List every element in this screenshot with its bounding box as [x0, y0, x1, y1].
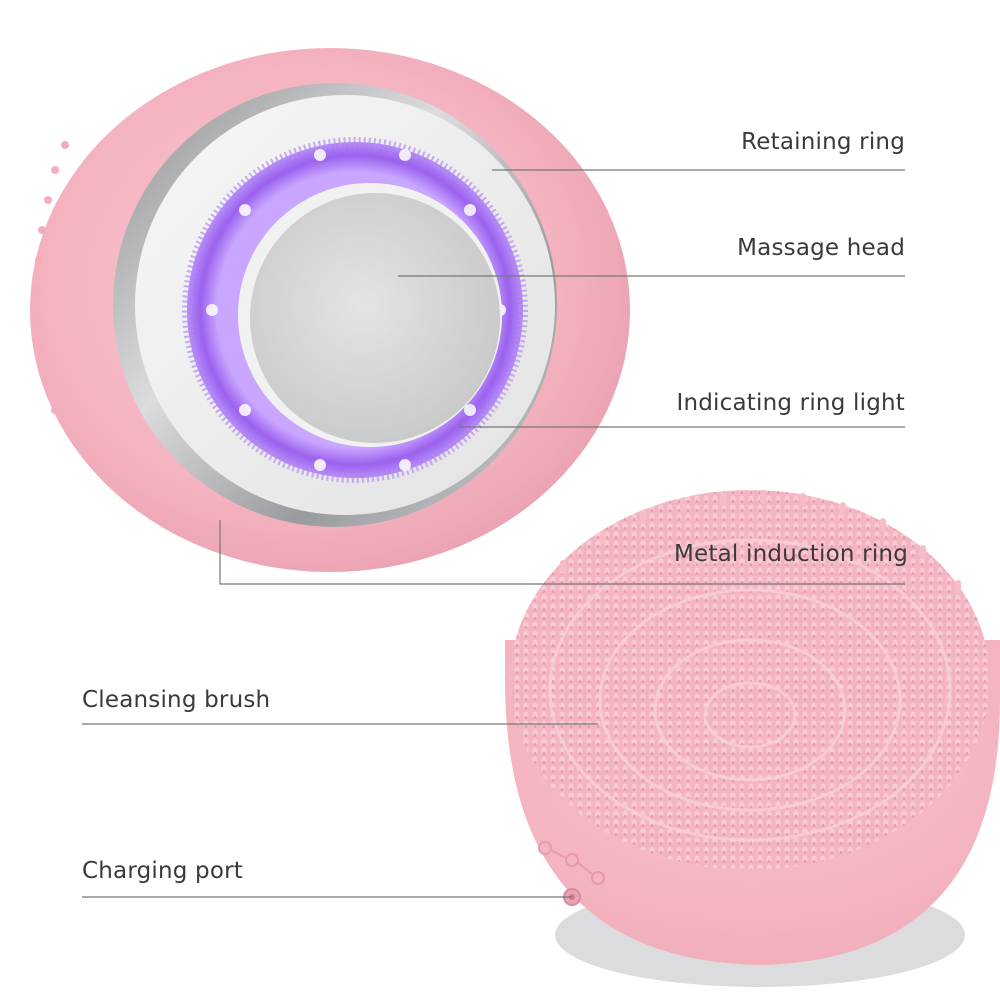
device-front-view: [30, 48, 630, 572]
label-massage-head: Massage head: [737, 235, 905, 261]
leader-lines: [82, 169, 905, 898]
led-dots: [206, 149, 506, 471]
device-brush-view: [505, 490, 1000, 987]
label-retaining-ring: Retaining ring: [741, 129, 905, 155]
control-buttons: [538, 841, 605, 885]
label-indicating-ring-light: Indicating ring light: [676, 390, 905, 416]
bristle-tips: [560, 490, 961, 594]
massage-head: [250, 193, 500, 443]
line-metal-induction-ring: [219, 520, 905, 585]
label-metal-induction-ring: Metal induction ring: [674, 541, 908, 567]
cleansing-brush: [510, 490, 990, 870]
label-cleansing-brush: Cleansing brush: [82, 687, 271, 713]
label-charging-port: Charging port: [82, 858, 244, 884]
bristle-fringe: [33, 141, 69, 414]
